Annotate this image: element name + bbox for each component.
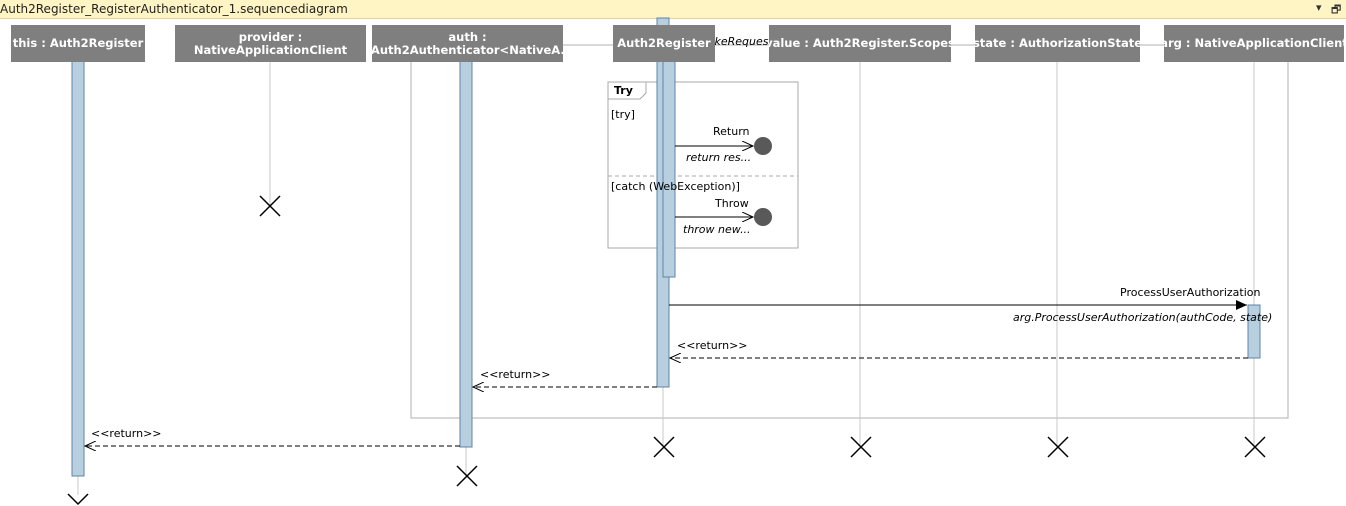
destroy-register-icon	[653, 436, 675, 458]
activation-register-nested	[662, 44, 676, 278]
try-frame	[607, 81, 799, 249]
lifeline-header-register[interactable]: Auth2Register	[613, 25, 715, 62]
activation-arg	[1247, 304, 1261, 359]
lifeline-header-provider[interactable]: provider :NativeApplicationClient	[175, 25, 366, 62]
return-label-register: <<return>>	[480, 368, 551, 381]
return-note: return res...	[686, 151, 752, 164]
lifeline-name: Auth2Register	[617, 36, 711, 50]
destroy-arg-icon	[1244, 436, 1266, 458]
destroy-this-icon	[67, 493, 89, 506]
lifeline-type: NativeApplicationClient	[193, 42, 348, 57]
activation-this	[71, 49, 85, 477]
lifeline-header-arg[interactable]: arg : NativeApplicationClient	[1164, 25, 1344, 62]
catch-guard: [catch (WebException)]	[611, 180, 740, 193]
restore-window-icon[interactable]: 🗗	[1331, 3, 1342, 16]
lifeline-type: OAuth2Authenticator<NativeA...	[372, 42, 563, 57]
document-tab-bar: Auth2Register_RegisterAuthenticator_1.se…	[0, 0, 1346, 19]
destroy-auth-icon	[456, 465, 478, 487]
throw-note: throw new...	[683, 223, 751, 236]
try-guard: [try]	[611, 108, 635, 121]
return-label: Return	[713, 125, 750, 138]
auth-scope-frame	[410, 44, 1289, 419]
lifeline-name: provider :	[238, 29, 303, 44]
throw-stop-icon	[754, 208, 772, 226]
destroy-state-icon	[1047, 436, 1069, 458]
destroy-value-icon	[850, 436, 872, 458]
document-title[interactable]: Auth2Register_RegisterAuthenticator_1.se…	[0, 2, 348, 16]
lifeline-header-this[interactable]: this : Auth2Register	[11, 25, 145, 62]
lifeline-header-state[interactable]: state : AuthorizationState	[975, 25, 1140, 62]
process-auth-note: arg.ProcessUserAuthorization(authCode, s…	[1013, 311, 1273, 324]
destroy-provider-icon	[259, 195, 281, 217]
return-label-arg: <<return>>	[677, 339, 748, 352]
return-label-auth: <<return>>	[91, 427, 162, 440]
lifeline-header-auth[interactable]: auth :OAuth2Authenticator<NativeA...	[372, 25, 563, 62]
lifeline-name: state : AuthorizationState	[975, 36, 1140, 50]
activation-auth	[459, 49, 473, 448]
lifeline-name: auth :	[448, 29, 487, 44]
lifeline-name: value : Auth2Register.Scopes	[769, 36, 951, 50]
throw-label: Throw	[715, 197, 749, 210]
lifeline-name: arg : NativeApplicationClient	[1164, 36, 1344, 50]
dropdown-icon[interactable]: ▾	[1316, 1, 1322, 14]
return-stop-icon	[754, 137, 772, 155]
process-auth-label: ProcessUserAuthorization	[1120, 286, 1261, 299]
try-frame-title: Try	[614, 84, 633, 97]
try-frame-tab	[608, 82, 647, 100]
lifeline-name: this : Auth2Register	[12, 36, 144, 50]
lifeline-header-value[interactable]: value : Auth2Register.Scopes	[769, 25, 951, 62]
